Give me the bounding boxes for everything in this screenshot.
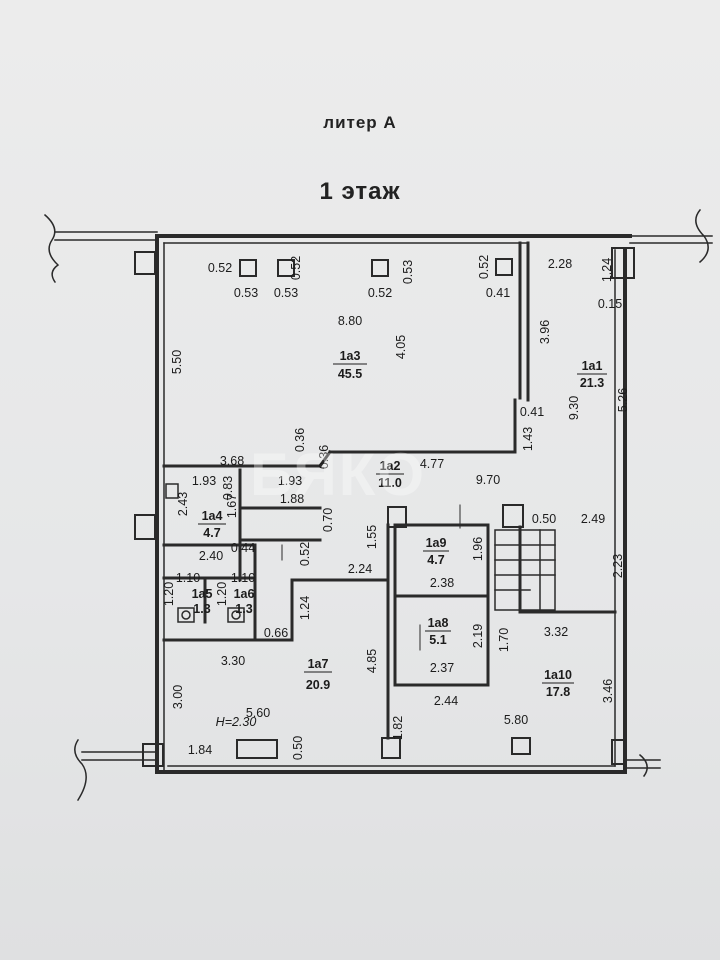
room-id-1a4: 1а4: [202, 509, 223, 523]
room-area-1a2: 11.0: [378, 476, 402, 490]
dim-label: 0.50: [291, 736, 305, 760]
dim-label: 2.37: [430, 661, 454, 675]
dim-label: 3.96: [538, 320, 552, 344]
room-id-1a9: 1а9: [426, 536, 447, 550]
dim-label: 0.52: [477, 255, 491, 279]
dim-label: 0.41: [486, 286, 510, 300]
dim-label: 0.83: [221, 476, 235, 500]
watermark: БЯКО: [250, 441, 427, 508]
room-id-1a7: 1а7: [308, 657, 329, 671]
dim-label: 0.52: [368, 286, 392, 300]
dim-label: 1.43: [521, 427, 535, 451]
outer-walls: [155, 234, 632, 774]
dim-label: 0.70: [321, 508, 335, 532]
dim-label: 3.46: [601, 679, 615, 703]
dim-label: 1.70: [497, 628, 511, 652]
room-area-1a7: 20.9: [306, 678, 330, 692]
dim-label: 5.26: [616, 388, 630, 412]
room-area-1a8: 5.1: [429, 633, 446, 647]
dim-label: 3.68: [220, 454, 244, 468]
room-area-1a4: 4.7: [203, 526, 220, 540]
room-id-1a5: 1а5: [192, 587, 213, 601]
dim-label: 3.00: [171, 685, 185, 709]
door-openings: [281, 504, 461, 651]
dim-label: 0.41: [520, 405, 544, 419]
dim-label: 3.30: [221, 654, 245, 668]
room-id-1a3: 1а3: [340, 349, 361, 363]
dim-label: 2.28: [548, 257, 572, 271]
dim-label: 0.52: [298, 542, 312, 566]
toilet-fixtures: [165, 483, 245, 623]
dim-label: 9.30: [567, 396, 581, 420]
dim-label: 4.05: [394, 335, 408, 359]
room-id-1a8: 1а8: [428, 616, 449, 630]
dim-label: 0.53: [274, 286, 298, 300]
dim-label: 2.43: [176, 492, 190, 516]
room-id-1a10: 1а10: [544, 668, 572, 682]
dim-label: 0.15: [598, 297, 622, 311]
dim-label: 1.88: [280, 492, 304, 506]
dim-label: 0.66: [264, 626, 288, 640]
dim-label: 1.96: [471, 537, 485, 561]
room-id-1a1: 1а1: [582, 359, 603, 373]
room-area-1a3: 45.5: [338, 367, 362, 381]
dim-label: 5.50: [170, 350, 184, 374]
dim-label: 0.52: [208, 261, 232, 275]
stair: [494, 529, 556, 611]
room-area-1a1: 21.3: [580, 376, 604, 390]
dim-label: 1.93: [278, 474, 302, 488]
dim-label: 1.20: [215, 582, 229, 606]
window-marker: [236, 739, 278, 759]
liter-heading: литер А: [323, 113, 397, 132]
dim-label: 1.82: [391, 716, 405, 740]
columns: [134, 247, 635, 767]
dim-label: 2.23: [611, 554, 625, 578]
dim-label: 1.10: [176, 571, 200, 585]
dim-label: 1.24: [298, 596, 312, 620]
dim-label: 0.44: [231, 541, 255, 555]
dim-label: 0.50: [532, 512, 556, 526]
dim-label: 2.24: [348, 562, 372, 576]
dim-label: 1.10: [231, 571, 255, 585]
dim-label: 4.85: [365, 649, 379, 673]
dim-label: 2.44: [434, 694, 458, 708]
dim-label: 0.53: [234, 286, 258, 300]
dim-label: 1.24: [600, 258, 614, 282]
room-area-1a10: 17.8: [546, 685, 570, 699]
dim-label: 1.20: [162, 582, 176, 606]
floor-heading: 1 этаж: [319, 178, 401, 205]
dim-label: 4.77: [420, 457, 444, 471]
room-id-1a2: 1а2: [380, 459, 401, 473]
dim-label: 2.19: [471, 624, 485, 648]
dim-label: 1.67: [225, 494, 239, 518]
dim-label: 0.52: [289, 256, 303, 280]
dim-label: 0.36: [293, 428, 307, 452]
dim-label: 2.40: [199, 549, 223, 563]
dim-label: 2.38: [430, 576, 454, 590]
dim-label: 3.32: [544, 625, 568, 639]
dim-label: 5.80: [504, 713, 528, 727]
room-area-1a9: 4.7: [427, 553, 444, 567]
dim-label: 5.60: [246, 706, 270, 720]
room-id-1a6: 1а6: [234, 587, 255, 601]
dim-label: 9.70: [476, 473, 500, 487]
dim-label: 1.55: [365, 525, 379, 549]
dim-label: 1.84: [188, 743, 212, 757]
interior-walls: [162, 241, 617, 740]
dim-label: 0.36: [317, 445, 331, 469]
dim-label: 2.49: [581, 512, 605, 526]
dim-label: 1.93: [192, 474, 216, 488]
break-lines: [43, 208, 713, 802]
dim-label: 0.53: [401, 260, 415, 284]
dim-label: 8.80: [338, 314, 362, 328]
room-area-1a6: 1.3: [235, 602, 252, 616]
vent-shafts: [239, 258, 531, 755]
ceiling-height: Н=2.30: [216, 715, 257, 729]
room-area-1a5: 1.3: [193, 602, 210, 616]
